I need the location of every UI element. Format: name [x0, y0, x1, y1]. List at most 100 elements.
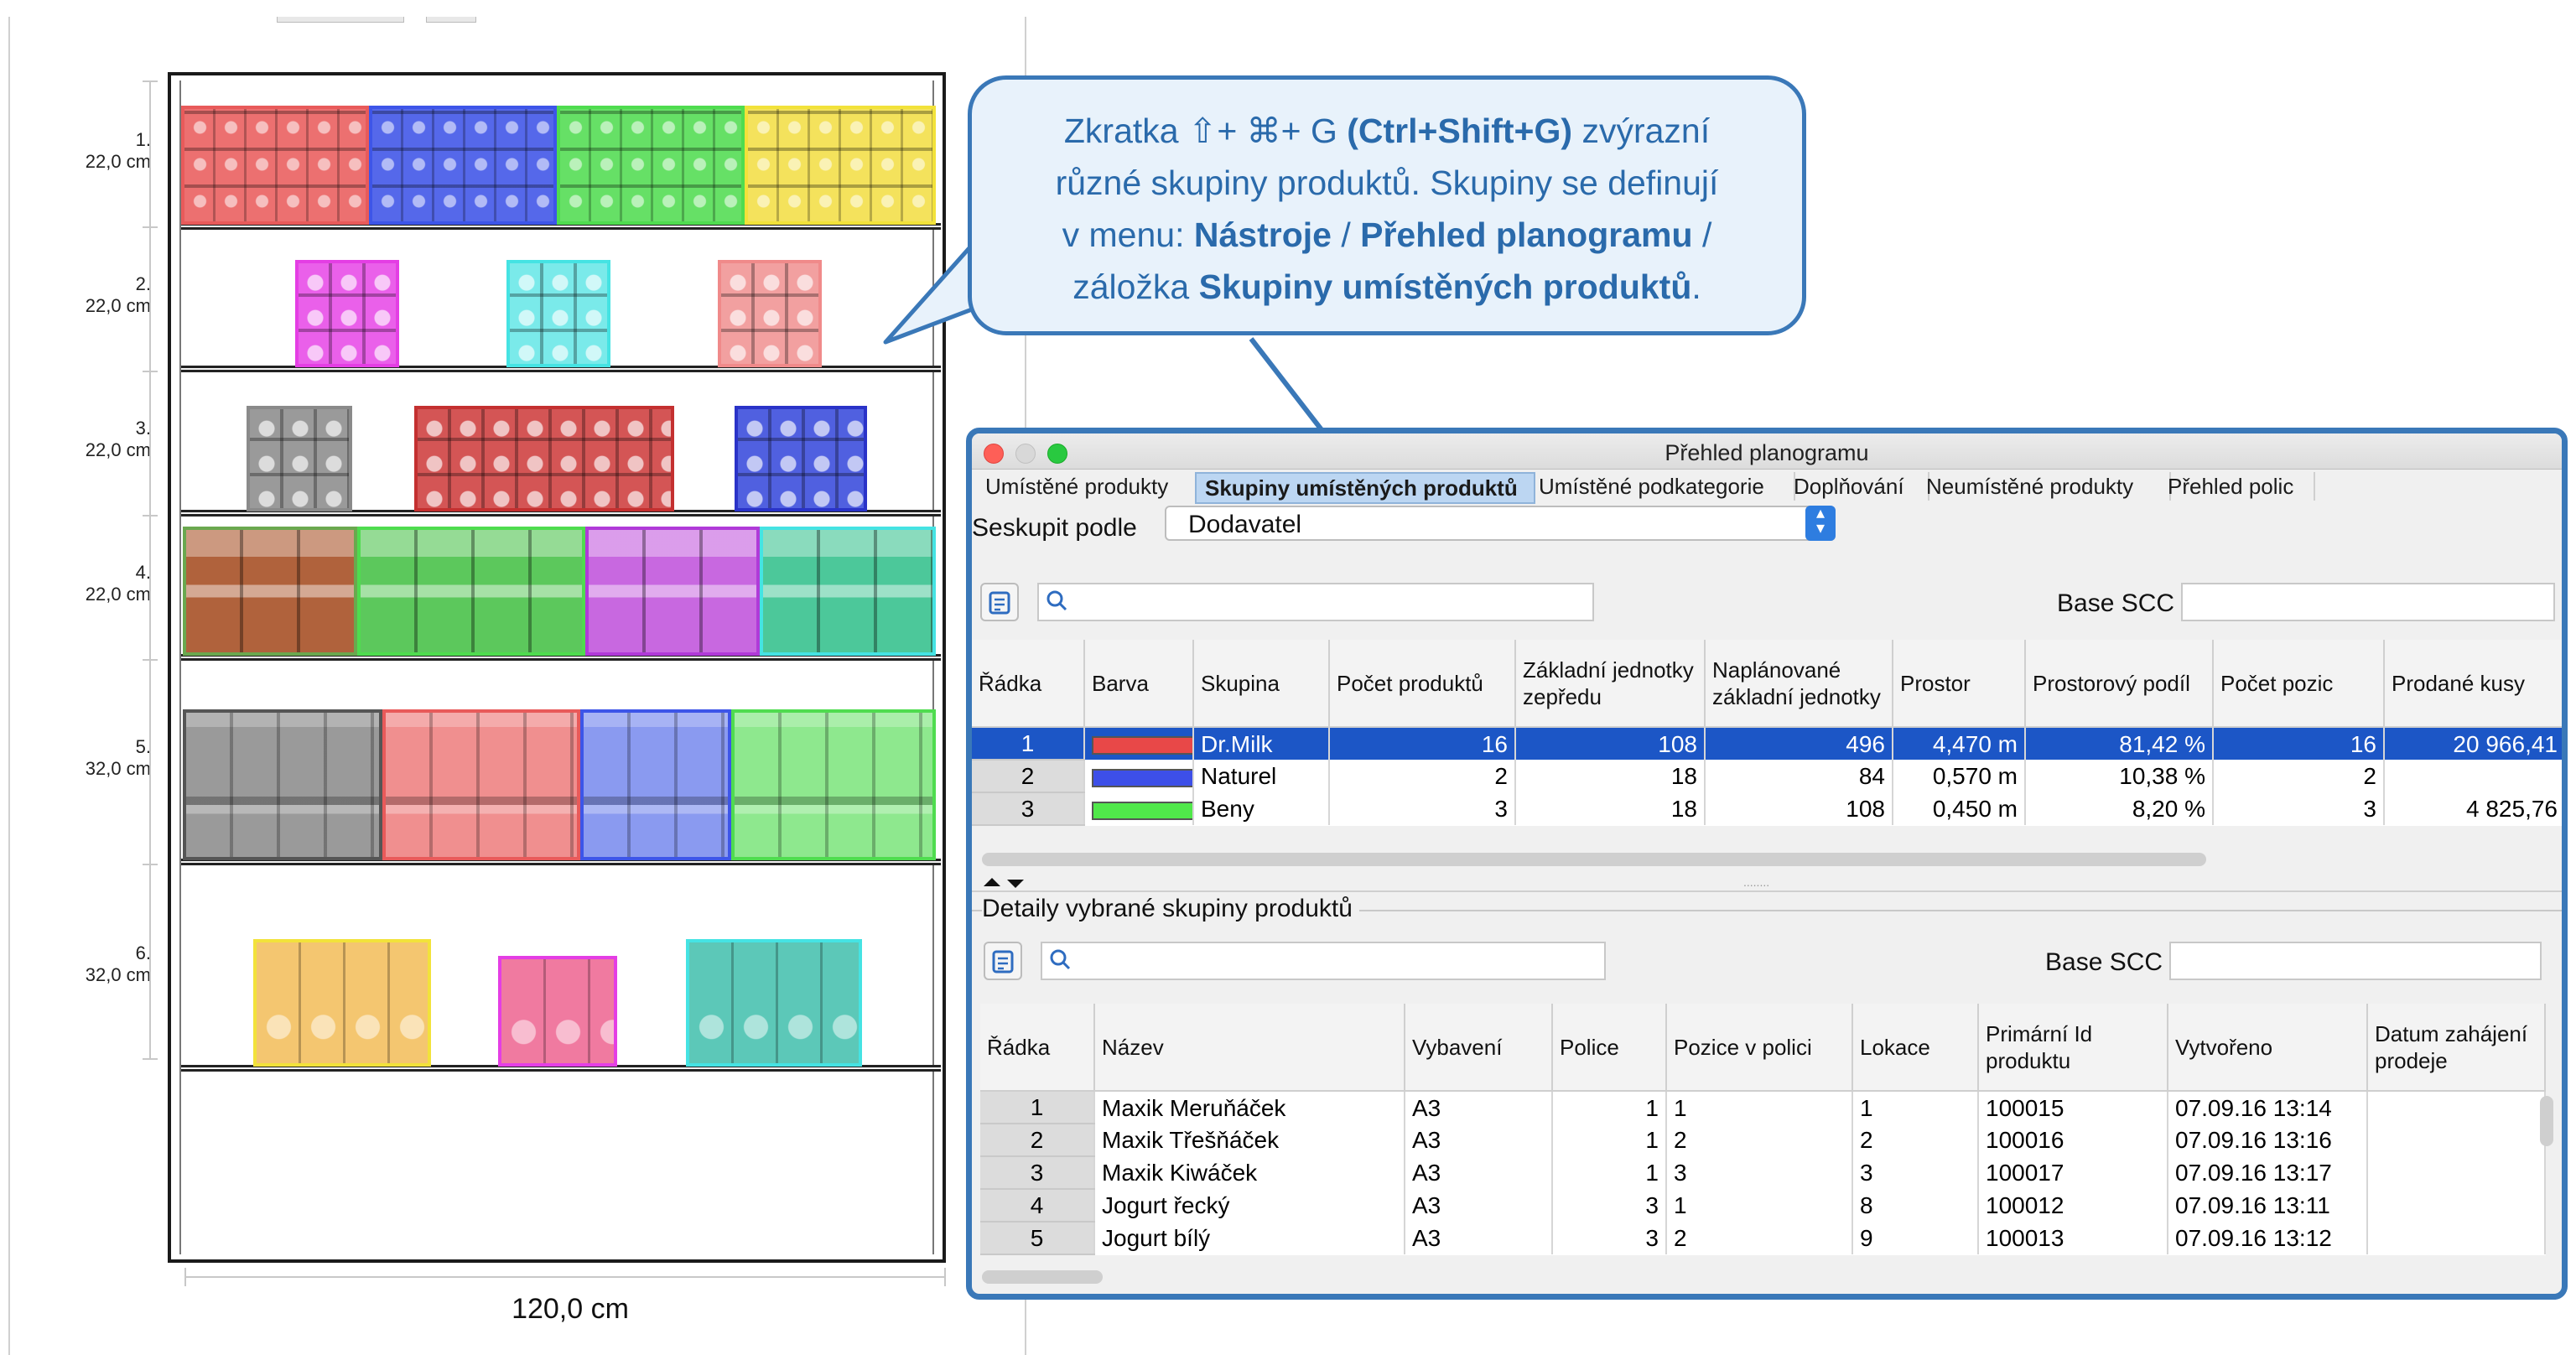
export-icon[interactable] [984, 942, 1022, 980]
product-group-teal[interactable] [760, 527, 936, 656]
split-pane-divider[interactable]: ........ [972, 875, 2562, 895]
product-group-cyan[interactable] [506, 260, 610, 367]
sold-units [2384, 760, 2562, 792]
product-group-cyan-boxes[interactable] [686, 939, 862, 1067]
product-group-green-cartons[interactable] [357, 527, 585, 656]
group-name: Beny [1193, 792, 1330, 825]
column-header[interactable]: Řádka [980, 1004, 1095, 1092]
table-header: Řádka Název Vybavení Police Pozice v pol… [980, 1004, 2546, 1092]
column-header[interactable]: Barva [1084, 640, 1194, 728]
width-label: 120,0 cm [512, 1293, 629, 1325]
details-search-input[interactable] [1041, 942, 1606, 980]
title-bar[interactable]: Přehled planogramu [972, 433, 2562, 470]
table-row[interactable]: 2 Maxik Třešňáček A3 1 2 2 100016 07.09.… [980, 1124, 2546, 1157]
product-group-brown-green[interactable] [183, 527, 357, 656]
color-swatch-cell [1084, 727, 1194, 760]
equipment: A3 [1405, 1156, 1553, 1189]
table-row[interactable]: 1 Dr.Milk 16 108 496 4,470 m 81,42 % 16 … [972, 727, 2562, 761]
tab-unplaced-products[interactable]: Neumístěné produkty [1918, 472, 2171, 501]
base-scc-label: Base SCC [2045, 948, 2163, 976]
zoom-window-button[interactable] [1047, 444, 1067, 464]
product-group-darkred[interactable] [414, 406, 674, 511]
table-row[interactable]: 3 Beny 3 18 108 0,450 m 8,20 % 3 4 825,7… [972, 792, 2562, 826]
product-group-magenta-boxes[interactable] [498, 956, 617, 1067]
horizontal-scrollbar[interactable] [982, 853, 2206, 866]
created-date: 07.09.16 13:17 [2168, 1156, 2368, 1189]
column-header[interactable]: Skupina [1193, 640, 1330, 728]
product-name: Maxik Třešňáček [1094, 1124, 1405, 1156]
shelf-position: 2 [1666, 1222, 1853, 1254]
sold-units: 4 825,76 [2384, 792, 2562, 825]
product-group-green[interactable] [557, 106, 745, 225]
shelf-position: 3 [1666, 1156, 1853, 1189]
product-group-yellow[interactable] [745, 106, 936, 225]
sale-start-date [2367, 1189, 2546, 1222]
product-group-yellow-boxes[interactable] [253, 939, 431, 1067]
product-group-salmon[interactable] [718, 260, 822, 367]
table-row[interactable]: 5 Jogurt bílý A3 3 2 9 100013 07.09.16 1… [980, 1222, 2546, 1255]
column-header[interactable]: Prostorový podíl [2025, 640, 2214, 728]
table-row[interactable]: 3 Maxik Kiwáček A3 1 3 3 100017 07.09.16… [980, 1156, 2546, 1190]
table-row[interactable]: 4 Jogurt řecký A3 3 1 8 100012 07.09.16 … [980, 1189, 2546, 1223]
front-units: 108 [1515, 727, 1706, 760]
row-number: 2 [980, 1124, 1095, 1157]
product-group-blue-bottles[interactable] [580, 709, 731, 860]
column-header[interactable]: Lokace [1852, 1004, 1979, 1092]
column-header[interactable]: Police [1552, 1004, 1667, 1092]
product-group-gray-bottles[interactable] [183, 709, 382, 860]
tab-placed-product-groups[interactable]: Skupiny umístěných produktů [1195, 472, 1535, 504]
column-header[interactable]: Vybavení [1405, 1004, 1553, 1092]
product-group-purple[interactable] [585, 527, 760, 656]
column-header[interactable]: Základní jednotky zepředu [1515, 640, 1706, 728]
column-header[interactable]: Pozice v polici [1666, 1004, 1853, 1092]
product-group-blue[interactable] [369, 106, 557, 225]
column-header[interactable]: Počet produktů [1329, 640, 1516, 728]
toolbar-stub [277, 17, 404, 23]
groups-search-input[interactable] [1037, 583, 1594, 621]
product-group-navy[interactable] [735, 406, 867, 511]
column-header[interactable]: Naplánované základní jednotky [1705, 640, 1893, 728]
tab-shelf-overview[interactable]: Přehled polic [2159, 472, 2315, 501]
base-scc-label: Base SCC [2057, 589, 2175, 617]
tab-placed-subcategories[interactable]: Umístěné podkategorie [1530, 472, 1795, 501]
product-group-red-bottles[interactable] [382, 709, 580, 860]
column-header[interactable]: Název [1094, 1004, 1405, 1092]
space-share: 81,42 % [2025, 727, 2214, 760]
minimize-window-button[interactable] [1015, 444, 1036, 464]
planogram-overview-window[interactable]: Přehled planogramu Umístěné produkty Sku… [966, 428, 2568, 1300]
table-row[interactable]: 1 Maxik Meruňáček A3 1 1 1 100015 07.09.… [980, 1091, 2546, 1124]
export-icon[interactable] [980, 583, 1019, 621]
select-stepper-icon[interactable]: ▴▾ [1805, 505, 1836, 541]
column-header[interactable]: Prodané kusy [2384, 640, 2562, 728]
equipment: A3 [1405, 1189, 1553, 1222]
tab-replenishment[interactable]: Doplňování [1785, 472, 1929, 501]
horizontal-scrollbar[interactable] [982, 1270, 1103, 1284]
table-row[interactable]: 2 Naturel 2 18 84 0,570 m 10,38 % 2 [972, 760, 2562, 793]
base-scc-input[interactable] [2181, 583, 2555, 621]
column-header[interactable]: Datum zahájení prodeje [2367, 1004, 2546, 1092]
product-id: 100013 [1978, 1222, 2168, 1254]
space-share: 10,38 % [2025, 760, 2214, 792]
tab-placed-products[interactable]: Umístěné produkty [977, 472, 1203, 501]
close-window-button[interactable] [984, 444, 1004, 464]
color-swatch [1092, 801, 1192, 820]
product-group-green-bottles[interactable] [731, 709, 936, 860]
shelf-position: 1 [1666, 1091, 1853, 1124]
group-name: Naturel [1193, 760, 1330, 792]
product-group-red[interactable] [181, 106, 369, 225]
product-group-magenta[interactable] [295, 260, 399, 367]
column-header[interactable]: Prostor [1893, 640, 2026, 728]
base-scc-input[interactable] [2169, 942, 2542, 980]
column-header[interactable]: Počet pozic [2213, 640, 2385, 728]
space: 0,570 m [1893, 760, 2026, 792]
group-by-select[interactable]: Dodavatel ▴▾ [1165, 505, 1836, 541]
planogram-canvas[interactable] [8, 17, 1026, 1355]
shelf: 1 [1552, 1124, 1667, 1156]
product-group-gray[interactable] [247, 406, 352, 511]
location: 2 [1852, 1124, 1979, 1156]
column-header[interactable]: Vytvořeno [2168, 1004, 2368, 1092]
column-header[interactable]: Řádka [972, 640, 1085, 728]
vertical-scrollbar[interactable] [2540, 1096, 2553, 1146]
column-header[interactable]: Primární Id produktu [1978, 1004, 2168, 1092]
product-count: 16 [1329, 727, 1516, 760]
